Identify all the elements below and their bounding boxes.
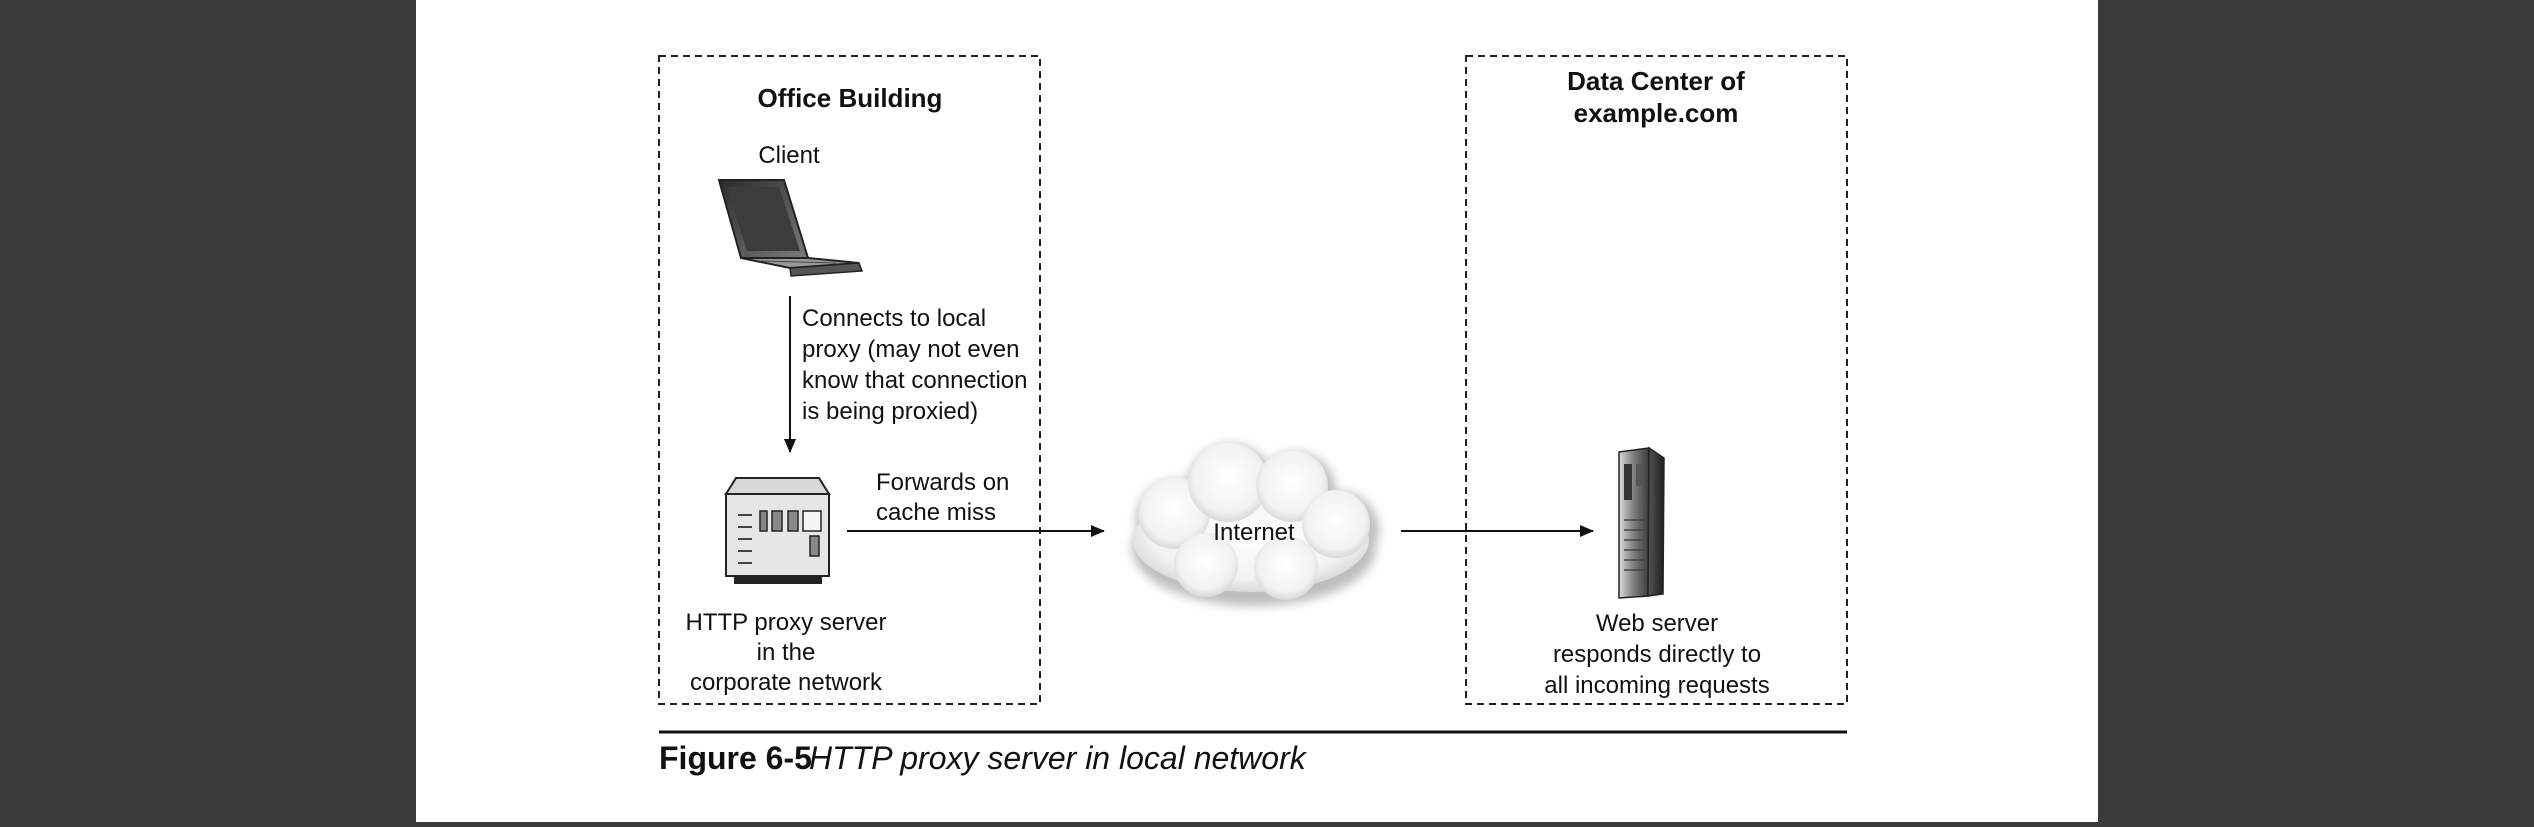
internet-label: Internet xyxy=(1213,519,1295,546)
proxy-label-line-1: HTTP proxy server xyxy=(686,609,887,636)
proxy-diagram: Office Building Data Center of example.c… xyxy=(658,55,1848,776)
client-to-proxy-label-line-4: is being proxied) xyxy=(802,398,978,425)
office-building-title: Office Building xyxy=(758,83,943,113)
web-server-icon xyxy=(1618,446,1665,599)
data-center-box xyxy=(1465,55,1848,705)
data-center-title-line-1: Data Center of xyxy=(1567,66,1745,96)
web-server-label-line-1: Web server xyxy=(1596,610,1718,637)
client-to-proxy-label-line-1: Connects to local xyxy=(802,305,986,332)
proxy-label-line-3: corporate network xyxy=(690,669,883,696)
proxy-to-internet-label-line-1: Forwards on xyxy=(876,469,1009,496)
figure-caption: HTTP proxy server in local network xyxy=(809,740,1308,776)
laptop-icon xyxy=(717,179,864,277)
proxy-server-icon xyxy=(724,477,831,584)
document-page: Office Building Data Center of example.c… xyxy=(416,0,2098,822)
proxy-to-internet-label-line-2: cache miss xyxy=(876,499,996,526)
office-building-box xyxy=(658,55,1041,705)
internet-cloud-icon xyxy=(1132,442,1379,606)
figure-number: Figure 6-5 xyxy=(659,740,812,776)
client-label: Client xyxy=(758,142,820,169)
web-server-label-line-3: all incoming requests xyxy=(1544,672,1769,699)
proxy-label-line-2: in the xyxy=(757,639,816,666)
client-to-proxy-label-line-3: know that connection xyxy=(802,367,1027,394)
web-server-label-line-2: responds directly to xyxy=(1553,641,1761,668)
client-to-proxy-label-line-2: proxy (may not even xyxy=(802,336,1019,363)
data-center-title-line-2: example.com xyxy=(1574,98,1739,128)
